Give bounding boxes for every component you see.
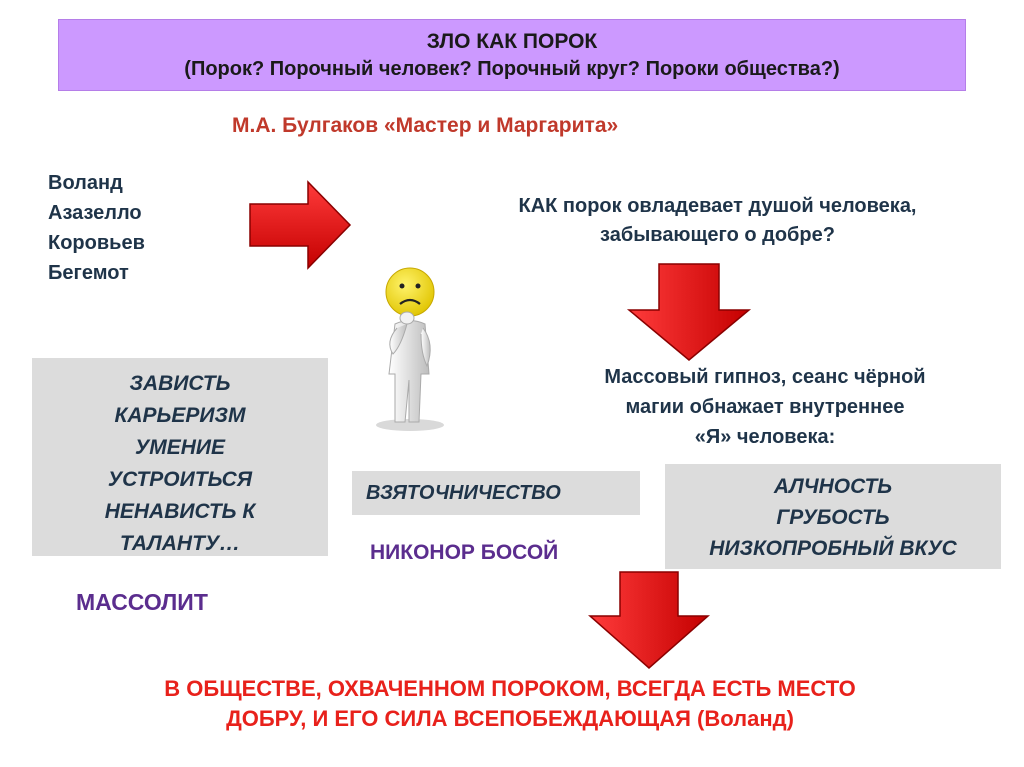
vices-box-left: ЗАВИСТЬ КАРЬЕРИЗМ УМЕНИЕ УСТРОИТЬСЯ НЕНА… bbox=[32, 358, 328, 556]
conclusion-line: В ОБЩЕСТВЕ, ОХВАЧЕННОМ ПОРОКОМ, ВСЕГДА Е… bbox=[164, 676, 856, 701]
list-item: Бегемот bbox=[48, 262, 129, 284]
down-arrow-icon bbox=[588, 571, 710, 669]
question-line: забывающего о добре? bbox=[600, 224, 835, 246]
list-item: Коровьев bbox=[48, 232, 145, 254]
massolit-label: МАССОЛИТ bbox=[76, 589, 208, 615]
vice-item: ГРУБОСТЬ bbox=[776, 506, 890, 529]
header-title: ЗЛО КАК ПОРОК bbox=[426, 30, 598, 53]
right-arrow-icon bbox=[249, 180, 352, 270]
vice-item: УСТРОИТЬСЯ bbox=[107, 468, 253, 491]
vice-item: УМЕНИЕ bbox=[135, 436, 225, 459]
header-subtitle: (Порок? Порочный человек? Порочный круг?… bbox=[184, 58, 840, 80]
vices-box-right: АЛЧНОСТЬ ГРУБОСТЬ НИЗКОПРОБНЫЙ ВКУС bbox=[665, 464, 1001, 569]
list-item: Воланд bbox=[48, 172, 123, 194]
vice-item: КАРЬЕРИЗМ bbox=[114, 404, 246, 427]
vice-item: ТАЛАНТУ… bbox=[119, 532, 241, 555]
vice-item: АЛЧНОСТЬ bbox=[773, 475, 893, 498]
sad-figure-icon bbox=[376, 267, 444, 431]
list-item: Азазелло bbox=[48, 202, 142, 224]
conclusion-text: В ОБЩЕСТВЕ, ОХВАЧЕННОМ ПОРОКОМ, ВСЕГДА Е… bbox=[60, 674, 960, 734]
question-text: КАК порок овладевает душой человека, заб… bbox=[440, 192, 995, 250]
header-box: ЗЛО КАК ПОРОК (Порок? Порочный человек? … bbox=[58, 19, 966, 91]
hypnosis-line: «Я» человека: bbox=[694, 426, 836, 448]
book-title: М.А. Булгаков «Мастер и Маргарита» bbox=[232, 114, 619, 137]
question-line: КАК порок овладевает душой человека, bbox=[518, 195, 917, 217]
characters-list: Воланд Азазелло Коровьев Бегемот bbox=[48, 168, 145, 288]
hypnosis-text: Массовый гипноз, сеанс чёрной магии обна… bbox=[540, 362, 990, 452]
vice-item: НЕНАВИСТЬ К bbox=[104, 500, 256, 523]
hypnosis-line: магии обнажает внутреннее bbox=[625, 396, 905, 418]
hypnosis-line: Массовый гипноз, сеанс чёрной bbox=[604, 366, 926, 388]
down-arrow-icon bbox=[626, 263, 752, 361]
vice-box-bribery: ВЗЯТОЧНИЧЕСТВО bbox=[352, 471, 640, 515]
nikanor-label: НИКОНОР БОСОЙ bbox=[370, 541, 559, 564]
conclusion-line: ДОБРУ, И ЕГО СИЛА ВСЕПОБЕЖДАЮЩАЯ (Воланд… bbox=[226, 706, 794, 731]
vice-item: ЗАВИСТЬ bbox=[129, 372, 231, 395]
vice-item: НИЗКОПРОБНЫЙ ВКУС bbox=[709, 537, 957, 560]
